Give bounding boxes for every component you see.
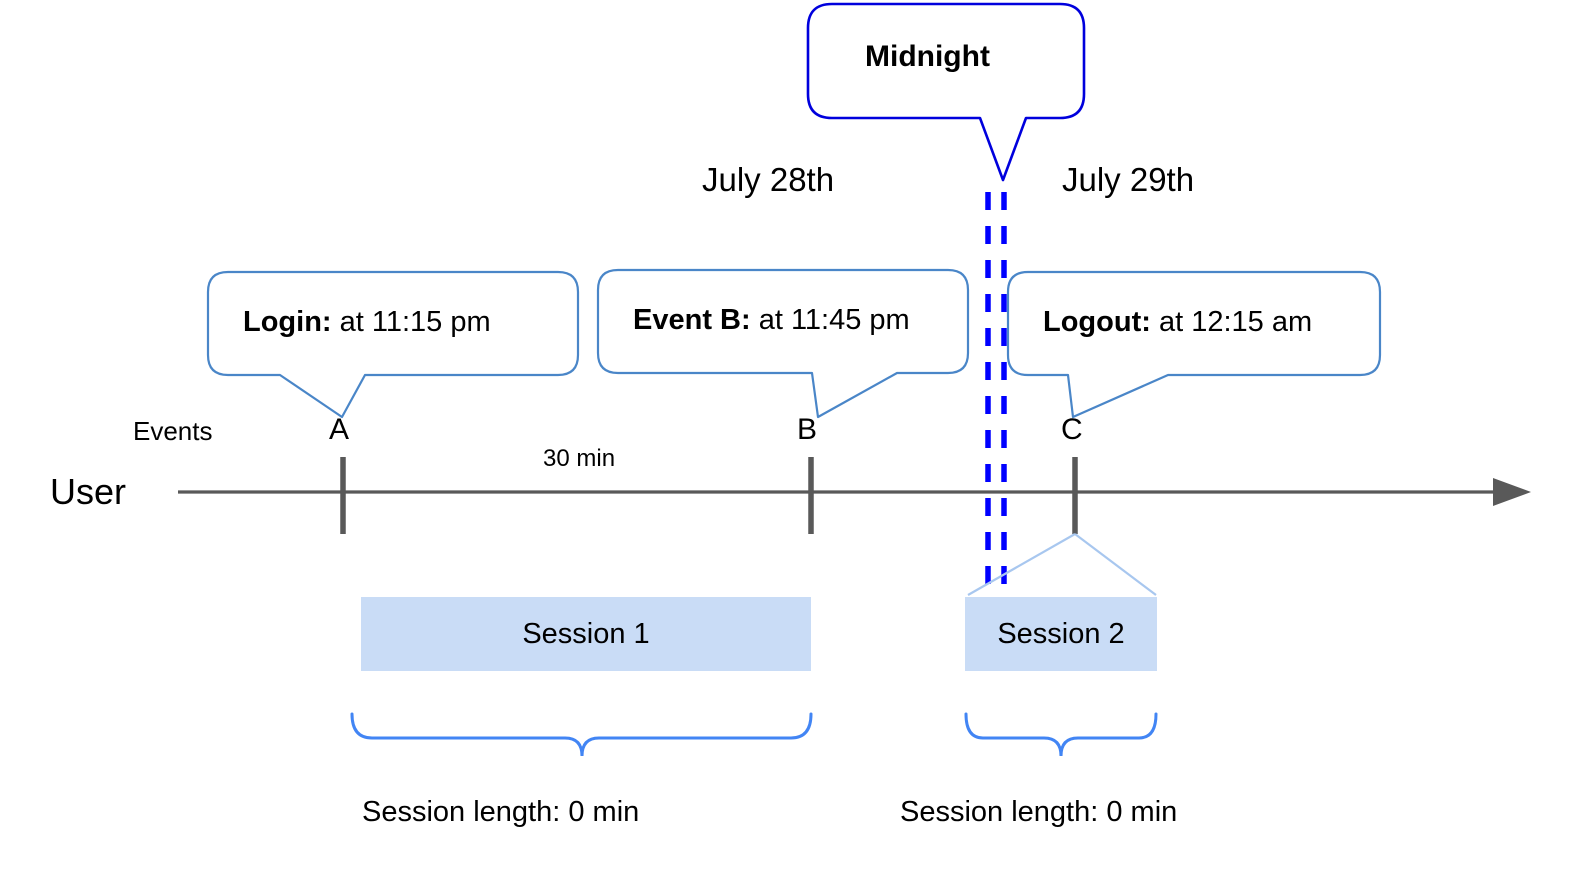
session-1-label: Session 1 bbox=[522, 617, 650, 650]
midnight-bubble-path bbox=[806, 2, 1086, 182]
session1-brace-path bbox=[350, 712, 813, 757]
event-letter-b: B bbox=[797, 413, 818, 446]
session-2-label: Session 2 bbox=[997, 617, 1125, 650]
session2-brace-path bbox=[964, 712, 1158, 757]
midnight-dashed-lines bbox=[985, 192, 1007, 600]
logout-callout-rest: at 12:15 am bbox=[1150, 306, 1313, 338]
session-2-box: Session 2 bbox=[965, 597, 1157, 671]
eventb-bubble-path bbox=[596, 268, 970, 419]
eventb-callout-text: Event B: at 11:45 pm bbox=[633, 306, 910, 335]
logout-callout-shape bbox=[1006, 270, 1382, 419]
login-callout-rest: at 11:15 pm bbox=[331, 306, 491, 338]
date-label-july-29: July 29th bbox=[1062, 161, 1195, 198]
date-label-july-28: July 28th bbox=[702, 161, 835, 198]
session2-connector-left bbox=[967, 533, 1076, 596]
eventb-callout-rest: at 11:45 pm bbox=[750, 304, 910, 336]
events-lane-label: Events bbox=[133, 416, 213, 446]
eventb-callout-bold: Event B: bbox=[633, 304, 751, 336]
session2-connectors bbox=[967, 533, 1157, 596]
session2-brace bbox=[964, 712, 1158, 757]
session-1-length-label: Session length: 0 min bbox=[362, 796, 640, 828]
interval-label-30-min: 30 min bbox=[543, 445, 616, 472]
axis-arrowhead-icon bbox=[1493, 478, 1531, 506]
logout-bubble-path bbox=[1006, 270, 1382, 419]
midnight-callout-shape bbox=[806, 2, 1086, 182]
session1-brace bbox=[350, 712, 813, 757]
event-letter-a: A bbox=[329, 413, 350, 446]
eventb-callout-shape bbox=[596, 268, 970, 419]
midnight-callout-label: Midnight bbox=[865, 40, 990, 73]
login-callout-text: Login: at 11:15 pm bbox=[243, 308, 491, 337]
session2-connector-right bbox=[1074, 533, 1157, 596]
timeline-axis bbox=[178, 478, 1531, 506]
event-letter-c: C bbox=[1061, 413, 1083, 446]
session-2-length-label: Session length: 0 min bbox=[900, 796, 1178, 828]
session-1-box: Session 1 bbox=[361, 597, 811, 671]
user-lane-label: User bbox=[50, 471, 127, 512]
login-callout-bold: Login: bbox=[243, 306, 332, 338]
logout-callout-text: Logout: at 12:15 am bbox=[1043, 308, 1312, 337]
login-callout-shape bbox=[206, 270, 580, 419]
logout-callout-bold: Logout: bbox=[1043, 306, 1151, 338]
login-bubble-path bbox=[206, 270, 580, 419]
event-ticks bbox=[340, 457, 1078, 534]
